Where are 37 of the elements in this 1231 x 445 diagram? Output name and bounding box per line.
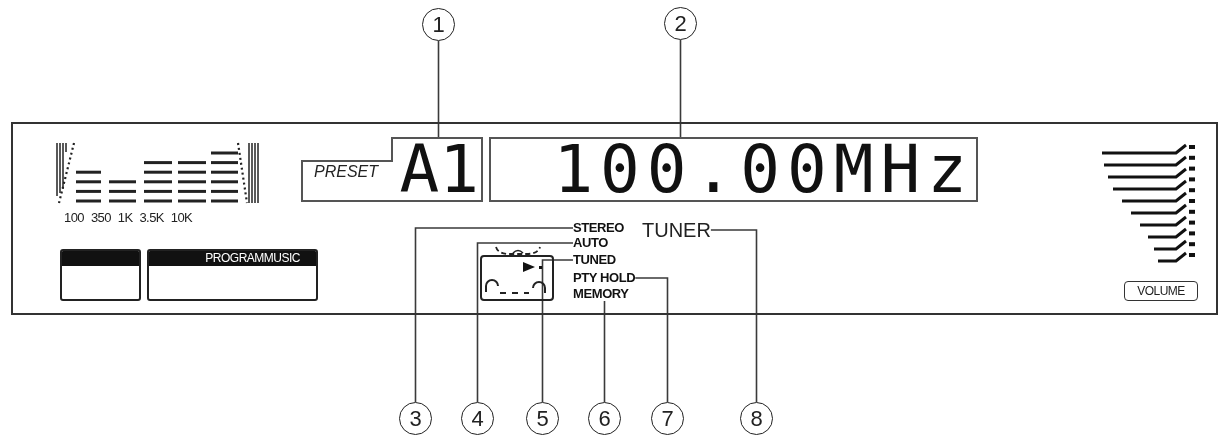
segment-frame <box>60 249 141 301</box>
leader-line <box>541 259 574 403</box>
callout-number: 1 <box>422 8 455 41</box>
frequency-display <box>489 137 978 202</box>
callout-number: 7 <box>651 402 684 435</box>
indicator-label: AUTO <box>573 236 608 250</box>
indicator-label: PTY HOLD <box>573 271 636 285</box>
indicator-label: TUNED <box>573 253 616 267</box>
callout-number: 3 <box>399 402 432 435</box>
leader-line <box>603 300 606 403</box>
leader-line <box>476 242 574 403</box>
frequency-readout: 100.00MHz <box>553 141 974 199</box>
indicator-label: MEMORY <box>573 287 629 301</box>
source-label: TUNER <box>642 220 711 240</box>
callout-number: 6 <box>588 402 621 435</box>
indicator-label: STEREO <box>573 221 625 235</box>
header-label: PROGRAMMUSIC <box>149 251 316 266</box>
frequency-band-label: 350 <box>90 211 111 225</box>
frequency-band-label: 100 <box>64 211 84 225</box>
frequency-band-label: 10K <box>170 211 193 225</box>
callout-number: 4 <box>461 402 494 435</box>
leader-line <box>710 229 758 403</box>
segment-frame <box>147 249 318 301</box>
callout-number: 5 <box>526 402 559 435</box>
volume-label: VOLUME <box>1124 281 1198 301</box>
frequency-band-label: 3.5K <box>139 211 164 225</box>
leader-line <box>679 39 682 138</box>
preset-readout: A1 <box>399 141 479 199</box>
preset-caption: PRESET <box>314 164 378 180</box>
frequency-band-label: 1K <box>117 211 133 225</box>
callout-number: 8 <box>740 402 773 435</box>
callout-number: 2 <box>664 7 697 40</box>
leader-line <box>634 277 669 403</box>
leader-line <box>414 227 574 403</box>
leader-line <box>437 40 440 138</box>
preset-display <box>301 137 483 202</box>
display-panel <box>11 122 1218 315</box>
